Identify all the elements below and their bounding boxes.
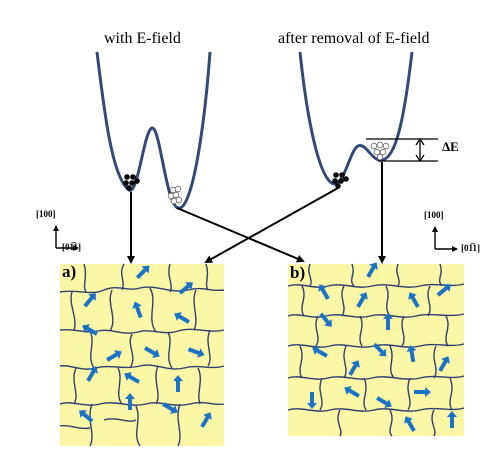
pol-arrow-icon bbox=[124, 372, 140, 384]
pol-arrow-icon bbox=[312, 346, 328, 358]
pol-arrow-icon bbox=[372, 342, 387, 357]
axes-right-icon bbox=[432, 226, 458, 252]
pol-arrow-icon bbox=[144, 346, 160, 358]
pol-arrow-icon bbox=[356, 292, 368, 308]
pol-arrow-icon bbox=[174, 312, 190, 324]
axes-left-icon bbox=[53, 225, 79, 251]
double-well-curve-right bbox=[298, 51, 414, 186]
pol-arrow-icon bbox=[79, 410, 94, 423]
axis-right-horizontal-label: [01̅1] bbox=[461, 243, 480, 253]
pol-arrow-icon bbox=[83, 293, 96, 308]
panel-label-b: b) bbox=[290, 263, 306, 282]
pol-arrow-icon bbox=[408, 292, 420, 308]
pol-arrow-icon bbox=[132, 301, 143, 319]
domain-panel-b bbox=[287, 262, 465, 437]
pol-arrow-icon bbox=[436, 284, 451, 297]
axis-left-vertical-label: [100] bbox=[36, 209, 56, 219]
polarization-arrows-b bbox=[307, 262, 457, 432]
pol-arrow-icon bbox=[406, 345, 417, 363]
pol-arrow-icon bbox=[376, 396, 392, 408]
pol-arrow-icon bbox=[86, 366, 98, 382]
polarization-arrows-a bbox=[79, 265, 212, 428]
pol-arrow-icon bbox=[307, 392, 317, 409]
filled-particles-left bbox=[123, 174, 140, 191]
panel-label-a: a) bbox=[62, 262, 77, 281]
pol-arrow-icon bbox=[447, 411, 457, 428]
domain-panel-a bbox=[59, 263, 225, 447]
pol-arrow-icon bbox=[162, 402, 178, 414]
axis-right-vertical-label: [100] bbox=[424, 210, 444, 220]
pol-arrow-icon bbox=[404, 416, 416, 432]
open-particles-right bbox=[370, 141, 390, 161]
domain-walls-a bbox=[59, 263, 225, 447]
pol-arrow-icon bbox=[106, 350, 122, 362]
pol-arrow-icon bbox=[318, 284, 330, 300]
pol-arrow-icon bbox=[348, 360, 360, 376]
connector-arrows bbox=[127, 162, 386, 264]
pol-arrow-icon bbox=[414, 387, 431, 397]
pol-arrow-icon bbox=[173, 375, 183, 392]
pol-arrow-icon bbox=[125, 393, 135, 410]
caption-with-e-field: with E-field bbox=[104, 30, 181, 47]
pol-arrow-icon bbox=[344, 386, 360, 398]
double-well-curve-left bbox=[95, 51, 212, 210]
pol-arrow-icon bbox=[187, 347, 205, 358]
pol-arrow-icon bbox=[135, 265, 150, 280]
pol-arrow-icon bbox=[438, 356, 450, 372]
pol-arrow-icon bbox=[178, 282, 193, 295]
energy-barrier-bracket bbox=[366, 137, 438, 163]
pol-arrow-icon bbox=[366, 262, 378, 278]
energy-barrier-label: ΔE bbox=[442, 139, 459, 154]
filled-particles-right bbox=[332, 172, 349, 189]
pol-arrow-icon bbox=[319, 312, 332, 327]
open-particles-left bbox=[167, 185, 183, 205]
caption-after-removal: after removal of E-field bbox=[278, 30, 430, 47]
pol-arrow-icon bbox=[82, 324, 98, 336]
pol-arrow-icon bbox=[200, 412, 212, 428]
pol-arrow-icon bbox=[383, 313, 393, 330]
axis-left-horizontal-label: [01̅1] bbox=[62, 242, 81, 252]
